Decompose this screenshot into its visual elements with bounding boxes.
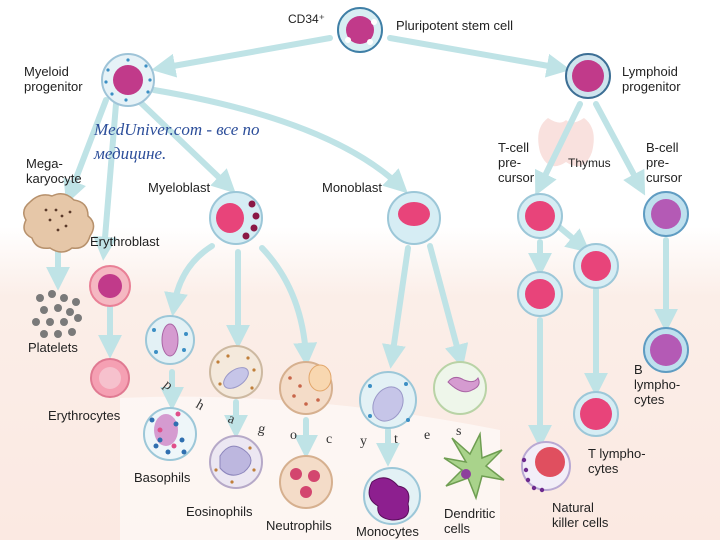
megakaryocyte-cell [23, 193, 95, 253]
arrow-myelo-neutro [259, 245, 318, 367]
arrow-myeloid-myeloblast [137, 99, 236, 194]
arrow-t1-t3 [555, 223, 591, 253]
arrow-myeloid-erythro [93, 101, 119, 261]
erythroblast-cell [89, 265, 131, 307]
phagocytes-letter-o: o [290, 428, 297, 443]
arrow-myeloid-monoblast [151, 87, 408, 194]
basophil-cell [143, 407, 197, 461]
b-precursor-cell [643, 191, 689, 237]
phagocytes-letter-c: c [326, 432, 333, 447]
arrow-stem-myeloid [151, 35, 333, 78]
watermark-text: MedUniver.com - все по медицине. [94, 120, 260, 163]
dendritic-cell [443, 431, 505, 501]
thymus-shape [538, 118, 594, 167]
monocytes-label: Monocytes [356, 524, 419, 539]
natural-killer-cell [521, 441, 571, 493]
t-precursor-cell-1 [517, 193, 563, 239]
b-lymphocyte-cell [643, 327, 689, 373]
lymphoid-progenitor-label: Lymphoid progenitor [622, 64, 681, 94]
basophil-precursor-cell [145, 315, 195, 365]
t-precursor-cell-3 [573, 243, 619, 289]
arrow-mono-monocyte [382, 245, 411, 369]
erythrocyte-cell [90, 358, 130, 398]
arrow-stem-lymphoid [387, 35, 571, 78]
monoblast-label: Monoblast [322, 180, 382, 195]
basophils-label: Basophils [134, 470, 191, 485]
platelets-label: Platelets [28, 340, 78, 355]
phagocytes-letter-y: y [360, 434, 367, 449]
natural-killer-label: Natural killer cells [552, 500, 609, 530]
b-cell-precursor-label: B-cell pre- cursor [646, 140, 683, 185]
neutrophils-label: Neutrophils [266, 518, 332, 533]
erythroblast-label: Erythroblast [90, 234, 160, 249]
stem-cell-label: Pluripotent stem cell [396, 18, 514, 33]
myeloblast-label: Myeloblast [148, 180, 211, 195]
phagocytes-letter-e: e [424, 428, 431, 443]
stem-cell [337, 7, 383, 53]
phagocytes-letter-s: s [456, 424, 462, 439]
thymus-label: Thymus [568, 156, 611, 170]
neutrophil-cell [279, 455, 333, 509]
dendritic-precursor-cell [433, 361, 487, 415]
arrow-lymph-t [535, 101, 583, 196]
platelets-cluster [32, 290, 82, 338]
monocyte-precursor-cell [359, 371, 417, 429]
lymphoid-progenitor-cell [565, 53, 611, 99]
eosinophils-label: Eosinophils [186, 504, 253, 519]
arrow-myelo-baso [164, 243, 215, 317]
b-lymphocytes-label: B lympho- cytes [634, 362, 681, 407]
eosinophil-cell [209, 435, 263, 489]
cd34-label: CD34⁺ [288, 12, 326, 26]
arrow-myeloid-mega [63, 97, 109, 205]
myeloblast-cell [209, 191, 263, 245]
eosinophil-precursor-cell [209, 345, 263, 399]
t-lymphocytes-label: T lympho- cytes [588, 446, 646, 476]
monocyte-cell [363, 467, 421, 525]
arrow-mono-dendritic [427, 243, 469, 369]
monoblast-cell [387, 191, 441, 245]
phagocytes-letter-t: t [394, 432, 398, 447]
t-lymphocyte-cell [573, 391, 619, 437]
myeloid-progenitor-cell [101, 53, 155, 107]
neutrophil-precursor-cell [279, 361, 333, 415]
t-cell-precursor-label: T-cell pre- cursor [498, 140, 535, 185]
arrow-lymph-b [593, 101, 646, 196]
megakaryocyte-label: Mega- karyocyte [26, 156, 82, 186]
t-precursor-cell-2 [517, 271, 563, 317]
dendritic-cells-label: Dendritic cells [444, 506, 496, 536]
myeloid-progenitor-label: Myeloid progenitor [24, 64, 83, 94]
erythrocytes-label: Erythrocytes [48, 408, 121, 423]
